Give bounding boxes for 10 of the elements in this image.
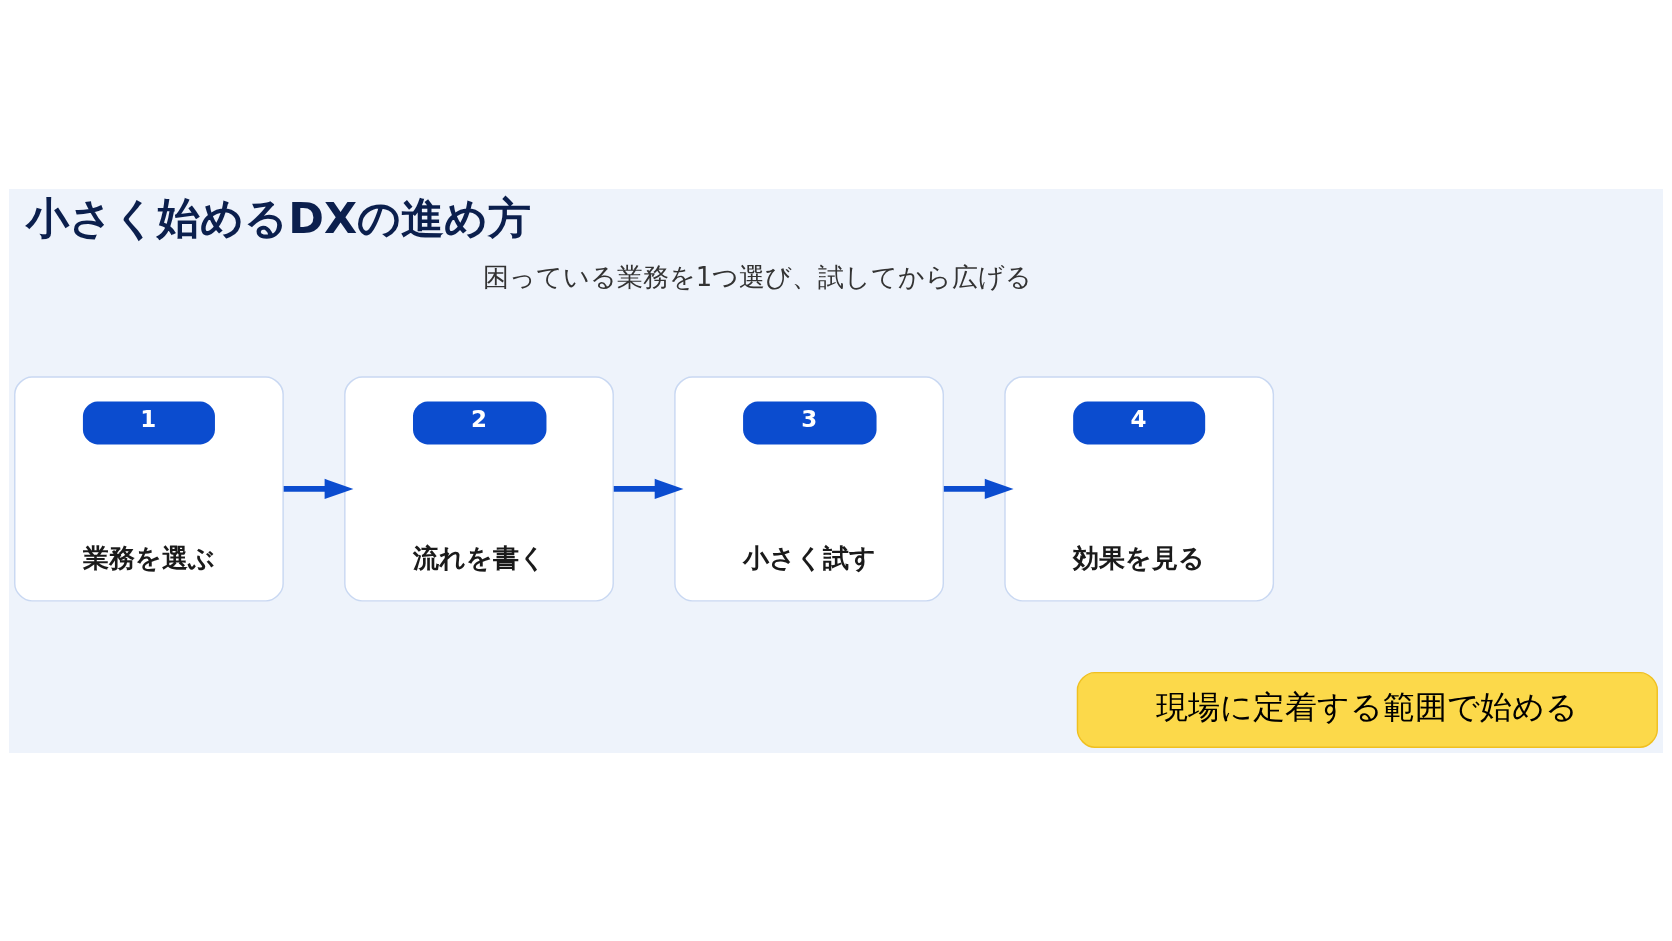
diagram-title: 小さく始めるDXの進め方 <box>26 192 532 243</box>
node-box: 3 小さく試す <box>674 375 944 602</box>
label: 困っている業務を1つ選び、試してから広げる <box>482 261 1033 292</box>
node-box: 4 効果を見る <box>1004 375 1275 602</box>
arrow <box>943 478 1014 499</box>
arrow <box>613 478 684 499</box>
node-box: 1 業務を選ぶ <box>14 375 284 602</box>
arrow <box>283 478 354 499</box>
node-box: 2 流れを書く <box>344 375 614 602</box>
node-box: 現場に定着する範囲で始める <box>1076 671 1658 748</box>
